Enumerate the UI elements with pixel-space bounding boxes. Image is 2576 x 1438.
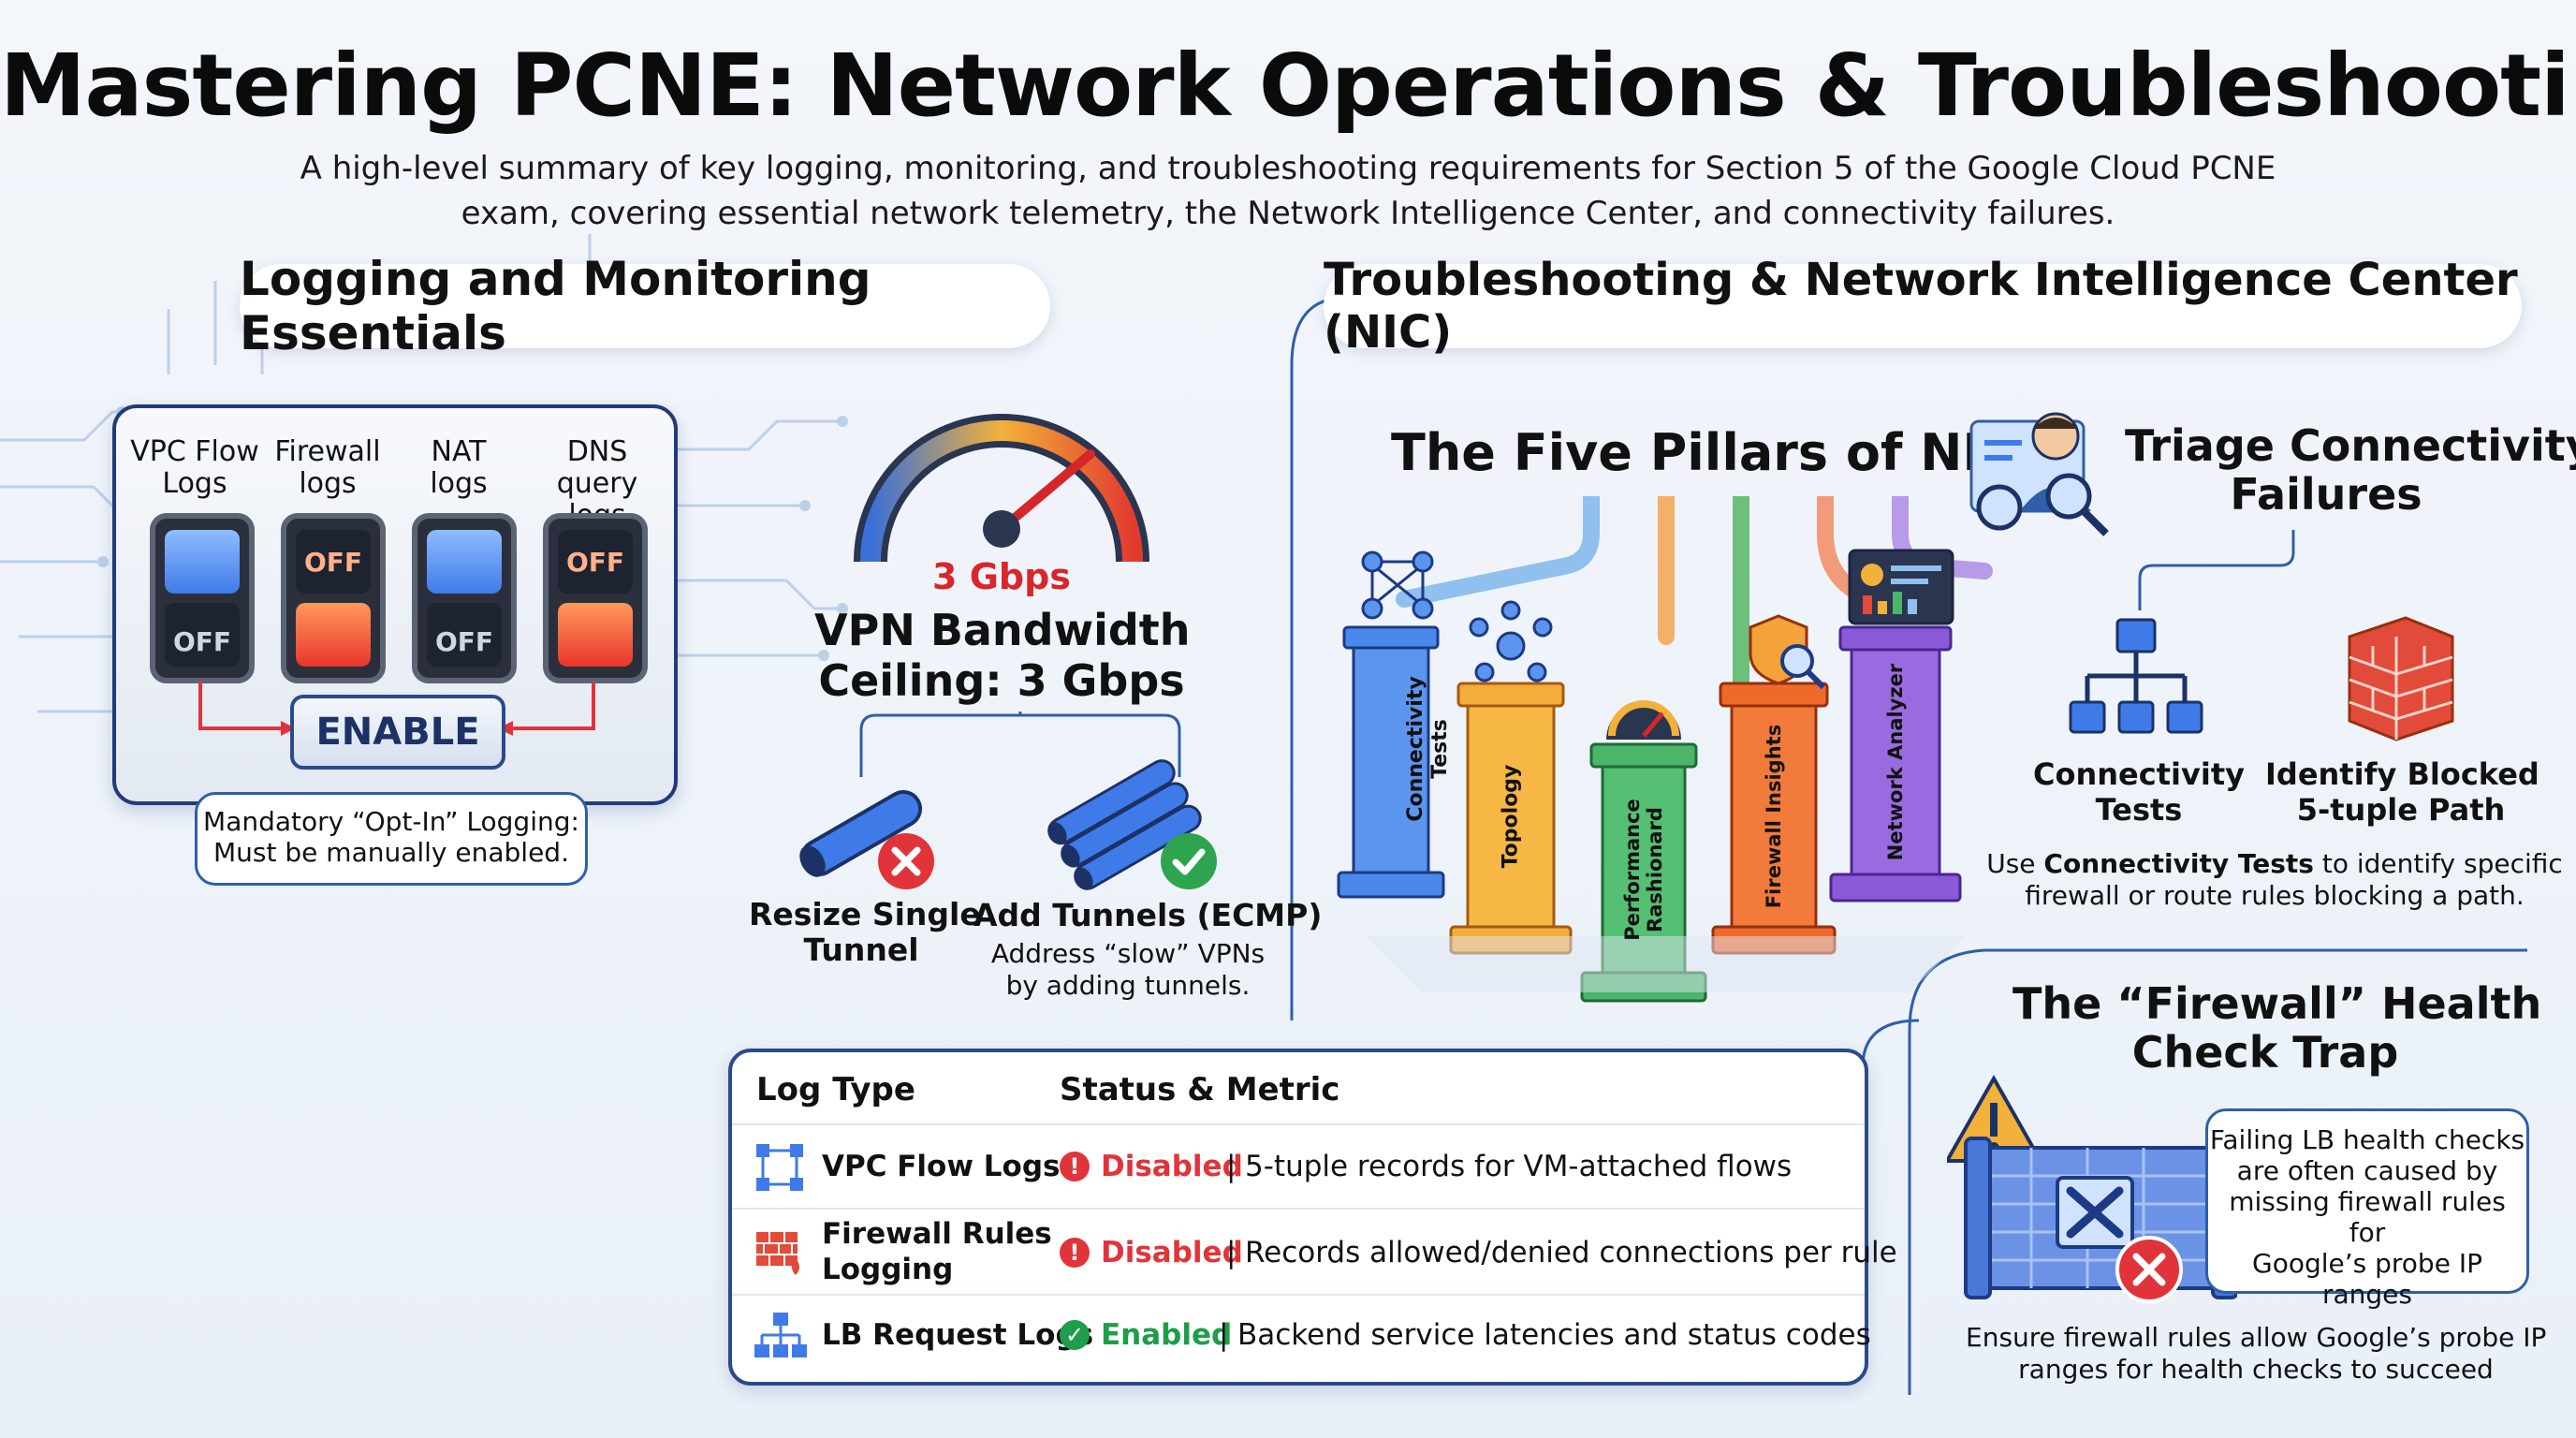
- pillar-topology: [1449, 600, 1573, 955]
- enabled-status-icon: ✓: [1060, 1320, 1090, 1350]
- health-check-fail-icon: [2115, 1236, 2183, 1303]
- enable-button[interactable]: ENABLE: [290, 695, 505, 770]
- firewall-icon: [756, 1232, 799, 1275]
- triage-note: Use Connectivity Tests to identify speci…: [1986, 848, 2563, 911]
- vpn-branch-lines: [859, 712, 1181, 777]
- lb-icon: [754, 1313, 807, 1357]
- add-tunnels-title: Add Tunnels (ECMP): [973, 897, 1323, 933]
- disabled-status-icon: !: [1060, 1152, 1090, 1181]
- status-badge: Disabled: [1101, 1236, 1243, 1269]
- nat-log-toggle[interactable]: OFF: [412, 513, 517, 683]
- vpc-flow-state: OFF: [172, 626, 232, 657]
- triage-connector: [2138, 530, 2295, 610]
- pillars-title: The Five Pillars of NIC: [1391, 423, 2019, 482]
- approve-icon: [1161, 833, 1217, 889]
- pillar-label-4: Firewall Insights: [1763, 724, 1785, 909]
- pillar-connectivity-tests: [1337, 550, 1445, 899]
- log-type-table: Log Type Status & Metric VPC Flow Logs !…: [728, 1049, 1897, 1386]
- dns-query-state: OFF: [565, 547, 625, 578]
- single-tunnel-icon: [799, 790, 923, 877]
- firewall-log-toggle[interactable]: OFF: [281, 513, 386, 683]
- bandwidth-gauge: [854, 414, 1149, 563]
- col-header-log-type: Log Type: [756, 1071, 915, 1108]
- enable-arrows: [198, 682, 595, 736]
- trap-callout: Failing LB health checks are often cause…: [2205, 1108, 2529, 1310]
- pillar-label-5: Network Analyzer: [1884, 663, 1907, 861]
- col-header-status: Status & Metric: [1060, 1071, 1340, 1108]
- flow-icon: [756, 1144, 803, 1191]
- page-subtitle: A high-level summary of key logging, mon…: [300, 150, 2276, 232]
- vpc-flow-toggle[interactable]: OFF: [150, 513, 255, 683]
- dns-query-toggle[interactable]: OFF: [543, 513, 648, 683]
- logging-heading: Logging and Monitoring Essentials: [240, 252, 1050, 360]
- nic-heading: Troubleshooting & Network Intelligence C…: [1324, 254, 2522, 359]
- person-search-icon: [1969, 412, 2109, 536]
- gauge-value: 3 Gbps: [932, 556, 1071, 597]
- status-badge: Enabled: [1101, 1318, 1233, 1352]
- brick-wall-icon: [2348, 616, 2454, 741]
- multi-tunnel-icon: [1047, 759, 1202, 890]
- reject-icon: [878, 833, 934, 889]
- status-badge: Disabled: [1101, 1150, 1243, 1183]
- blocked-firewall-icon: [1947, 1074, 2237, 1299]
- nat-log-state: OFF: [434, 626, 494, 657]
- firewall-log-state: OFF: [303, 547, 363, 578]
- trap-note: Ensure firewall rules allow Google’s pro…: [1966, 1322, 2547, 1385]
- disabled-status-icon: !: [1060, 1238, 1090, 1268]
- opt-in-note: Mandatory “Opt-In” Logging: Must be manu…: [195, 792, 588, 886]
- hierarchy-icon: [2069, 618, 2203, 734]
- nic-pillars: [1337, 549, 1966, 1003]
- pillar-network-analyzer: [1829, 549, 1962, 902]
- pillar-label-2: Topology: [1499, 764, 1523, 869]
- page-title: Mastering PCNE: Network Operations & Tro…: [0, 36, 2576, 136]
